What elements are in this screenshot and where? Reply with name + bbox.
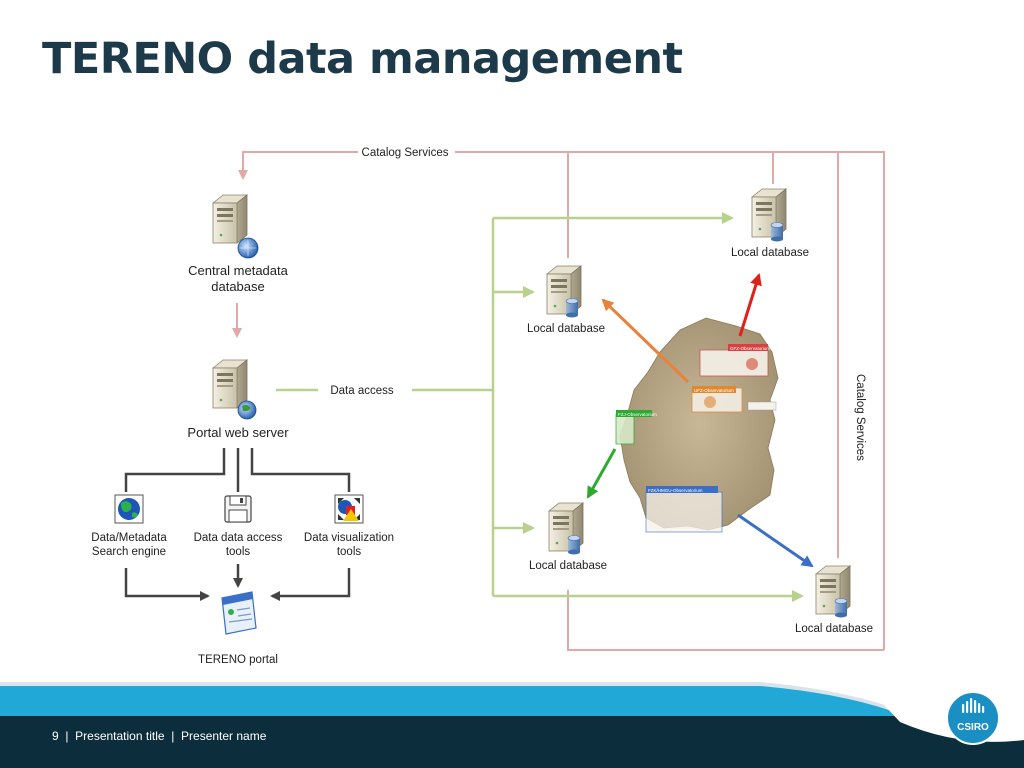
footer-separator-2: | <box>171 729 175 743</box>
data-access-tools: Data data access tools <box>194 495 283 558</box>
local-db-1-label: Local database <box>527 323 605 335</box>
tereno-portal: TERENO portal <box>198 591 278 666</box>
data-visualization-tools: Data visualization tools <box>304 494 394 558</box>
search-engine-label-line2: Search engine <box>92 546 166 558</box>
local-database-3: Local database <box>529 502 607 572</box>
tool-connectors <box>124 448 351 601</box>
local-db-2-label: Local database <box>731 247 809 259</box>
catalog-services-label-top: Catalog Services <box>362 147 449 159</box>
footer-text: 9 | Presentation title | Presenter name <box>52 729 266 743</box>
catalog-services-lines <box>232 151 885 651</box>
germany-map: GFZ-Observatorium UFZ-Observatorium FZJ-… <box>615 317 779 533</box>
slide-title: TERENO data management <box>42 34 683 84</box>
local-database-2: Local database <box>731 188 809 259</box>
csiro-logo: CSIRO <box>946 691 1000 745</box>
ufz-label: UFZ-Observatorium <box>694 388 734 393</box>
csiro-logo-text: CSIRO <box>957 722 989 733</box>
search-engine: Data/Metadata Search engine <box>91 494 167 558</box>
access-tools-label-line2: tools <box>226 546 251 558</box>
observatory-fzj: FZJ-Observatorium <box>615 410 657 445</box>
portal-web-server: Portal web server <box>187 359 289 440</box>
page-number: 9 <box>52 729 59 743</box>
shapes-icon <box>334 494 364 524</box>
observatory-ufz: UFZ-Observatorium <box>691 386 777 413</box>
central-db-label-line2: database <box>211 279 265 294</box>
data-access-label: Data access <box>330 385 394 397</box>
fzk-label: FZK/HMGU-Observatorium <box>648 488 703 493</box>
local-db-3-label: Local database <box>529 560 607 572</box>
tereno-portal-label: TERENO portal <box>198 654 278 666</box>
access-tools-label-line1: Data data access <box>194 532 283 544</box>
web-page-icon <box>221 591 257 635</box>
data-access-lines <box>276 212 804 602</box>
local-database-4: Local database <box>795 565 873 635</box>
local-db-4-label: Local database <box>795 623 873 635</box>
database-icon <box>565 298 579 318</box>
catalog-services-label-right: Catalog Services <box>854 374 866 461</box>
gfz-label: GFZ-Observatorium <box>730 346 770 351</box>
database-icon <box>834 598 848 618</box>
presenter-name: Presenter name <box>181 729 267 743</box>
observatory-arrows <box>586 273 814 568</box>
footer-separator-1: | <box>65 729 69 743</box>
local-database-1: Local database <box>527 265 605 335</box>
portal-server-label: Portal web server <box>187 425 289 440</box>
search-engine-label-line1: Data/Metadata <box>91 532 167 544</box>
database-icon <box>770 222 784 242</box>
fzj-label: FZJ-Observatorium <box>618 412 657 417</box>
observatory-fzk-hmgu: FZK/HMGU-Observatorium <box>645 486 723 533</box>
observatory-gfz: GFZ-Observatorium <box>699 344 770 377</box>
viz-tools-label-line2: tools <box>337 546 362 558</box>
footer <box>0 674 1024 768</box>
floppy-disk-icon <box>224 495 252 523</box>
central-metadata-database: Central metadata database <box>188 194 289 294</box>
viz-tools-label-line1: Data visualization <box>304 532 394 544</box>
database-icon <box>567 535 581 555</box>
presentation-title: Presentation title <box>75 729 165 743</box>
central-db-label-line1: Central metadata <box>188 263 288 278</box>
